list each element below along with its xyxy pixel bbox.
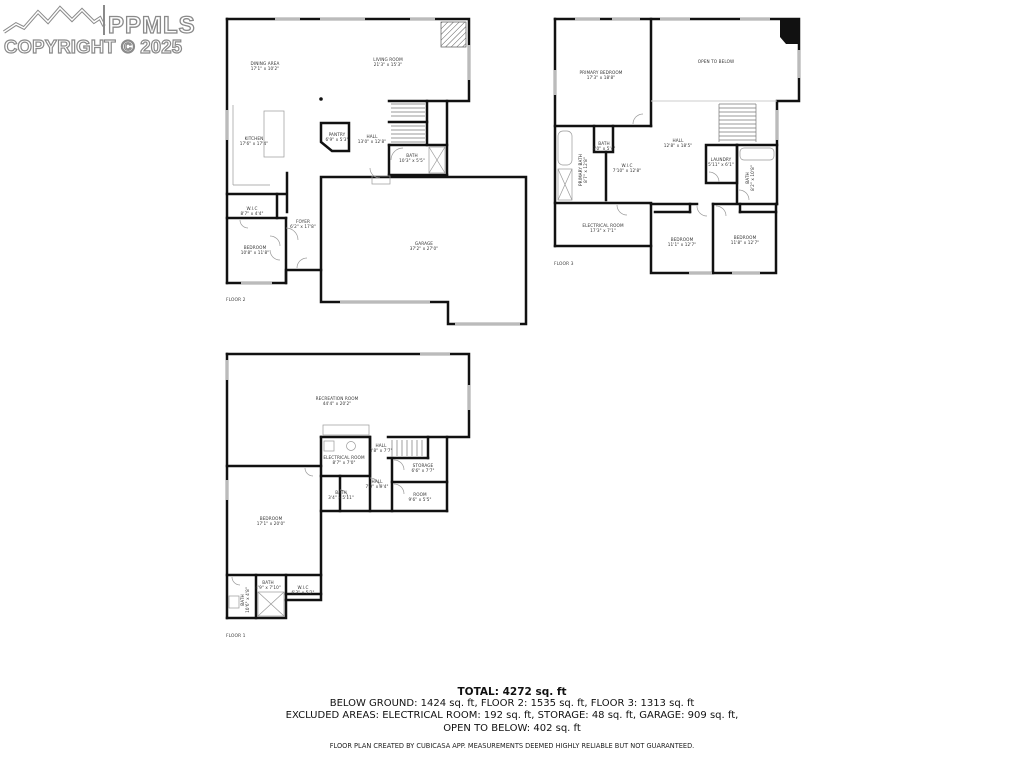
floor-2-plan: [225, 17, 528, 326]
open-to-below-area: OPEN TO BELOW: 402 sq. ft: [443, 722, 581, 734]
excluded-areas: EXCLUDED AREAS: ELECTRICAL ROOM: 192 sq.…: [285, 710, 739, 722]
room-label: OPEN TO BELOW: [697, 59, 735, 64]
floor-1-windows: [225, 352, 471, 500]
floor-1-label: FLOOR 1: [226, 634, 246, 639]
ppmls-watermark: PPMLS COPYRIGHT © 2025: [2, 2, 207, 58]
floor-3-fixtures: [557, 103, 775, 217]
watermark-divider: [103, 5, 105, 35]
floor-2-windows: [225, 17, 520, 326]
total-area: TOTAL: 4272 sq. ft: [457, 686, 567, 698]
floor-1-plan: [225, 352, 471, 620]
floor-2-column: [319, 97, 323, 101]
floor-3-label: FLOOR 3: [554, 262, 574, 267]
area-breakdown: BELOW GROUND: 1424 sq. ft, FLOOR 2: 1535…: [329, 698, 695, 709]
floor-2-fixtures: [232, 21, 467, 269]
area-summary: TOTAL: 4272 sq. ft BELOW GROUND: 1424 sq…: [0, 686, 1024, 735]
floor-2-label: FLOOR 2: [226, 298, 246, 303]
watermark-brand: PPMLS: [107, 11, 196, 39]
disclaimer: FLOOR PLAN CREATED BY CUBICASA APP. MEAS…: [329, 742, 695, 750]
floor-1-fixtures: [228, 424, 423, 617]
watermark-copyright: COPYRIGHT © 2025: [3, 35, 183, 57]
mountain-peaks-icon: [3, 5, 106, 34]
floor-3-windows: [553, 17, 801, 275]
floor-3-corner-fill: [780, 19, 799, 44]
